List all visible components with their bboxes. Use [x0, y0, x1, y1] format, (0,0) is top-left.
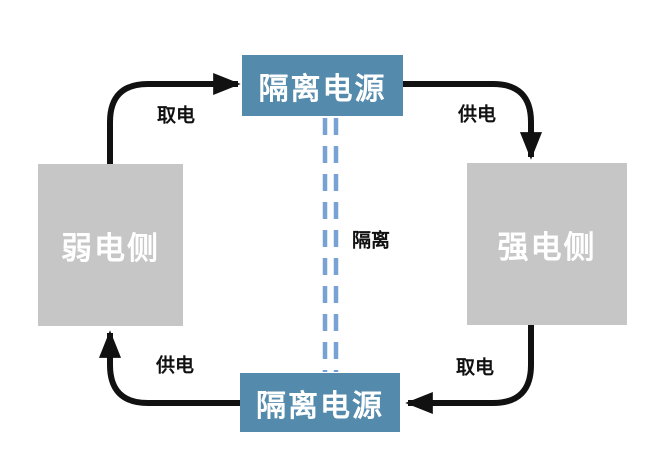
arrow-top-isolator-to-strong — [403, 81, 543, 160]
arrow-weak-to-top-isolator — [107, 72, 241, 164]
node-top-isolator: 隔离电源 — [242, 55, 403, 116]
arrow-strong-to-bottom-isolator — [405, 325, 534, 415]
isolation-barrier-label: 隔离 — [351, 230, 391, 252]
edge-label-supply-power-bottom: 供电 — [155, 355, 195, 377]
arrow-bottom-isolator-to-weak — [98, 330, 240, 406]
node-strong-side: 强电侧 — [467, 163, 627, 325]
edge-label-take-power-bottom: 取电 — [455, 357, 495, 379]
node-weak-side: 弱电侧 — [38, 164, 183, 326]
edge-label-supply-power-top: 供电 — [457, 104, 497, 126]
edge-label-take-power-top: 取电 — [156, 105, 196, 127]
node-bottom-isolator: 隔离电源 — [240, 373, 400, 432]
